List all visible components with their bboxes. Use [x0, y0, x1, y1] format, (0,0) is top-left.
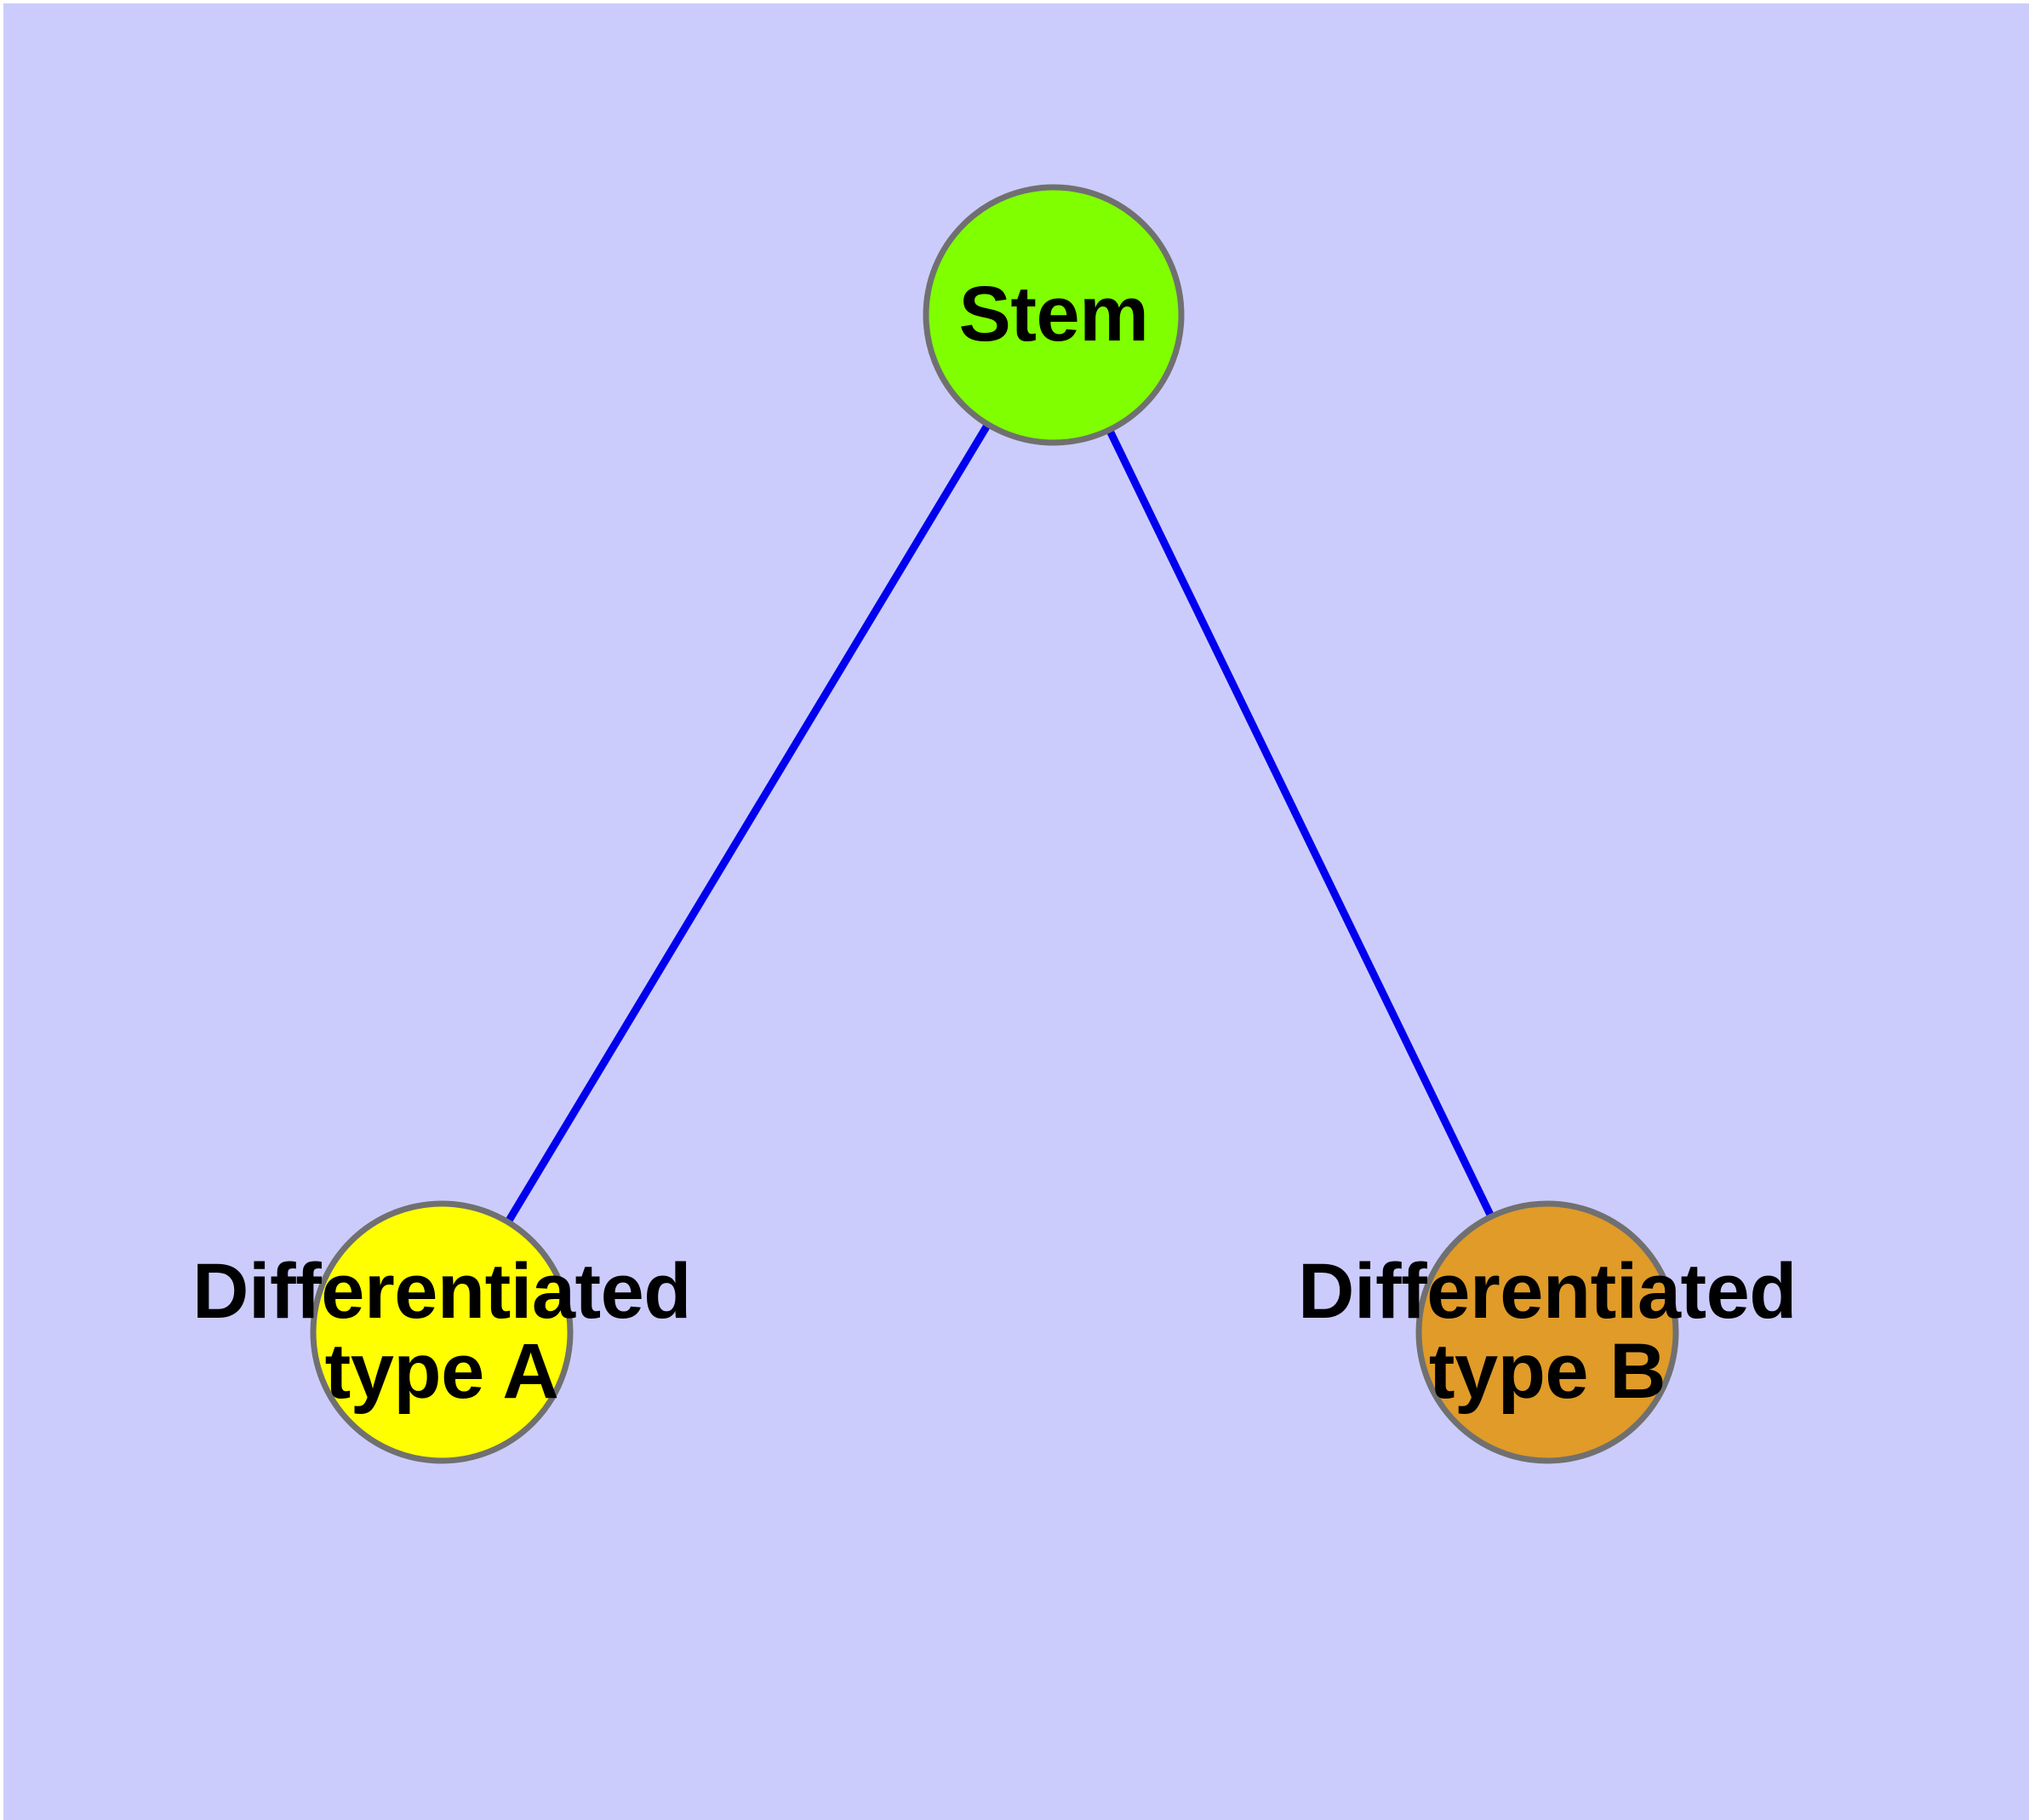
edges-layer	[438, 312, 1552, 1335]
edge-stem-diff-a[interactable]	[438, 312, 1057, 1335]
node-diff_b[interactable]	[1415, 1200, 1679, 1464]
edge-stem-diff-b[interactable]	[1049, 313, 1552, 1334]
node-stem[interactable]	[923, 184, 1185, 446]
node-diff_a[interactable]	[310, 1200, 574, 1464]
nodes-layer	[310, 184, 1679, 1464]
